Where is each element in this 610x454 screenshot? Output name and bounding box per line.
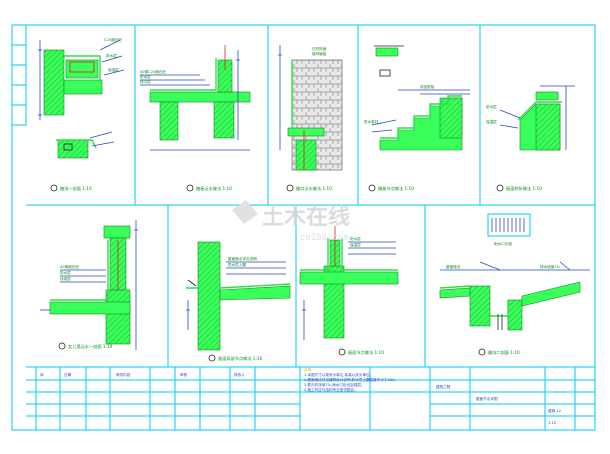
detail-8-roof-node: 防水层 保温层 屋面节点做法 1:10 bbox=[299, 226, 399, 356]
detail-9-gutter-section-2: 雨水口平面 屋面做法 排水坡度1% 檐沟二剖面 1:10 bbox=[439, 213, 590, 356]
svg-text:找平层: 找平层 bbox=[140, 79, 151, 84]
title-header-date: 日期 bbox=[64, 372, 72, 377]
svg-text:防水层: 防水层 bbox=[350, 236, 361, 241]
sheet-name: 屋面节点详图 bbox=[476, 396, 498, 401]
note-line: 4.施工时应与结构专业密切配合。 bbox=[304, 388, 358, 392]
title-header-editor: 修改人 bbox=[234, 372, 245, 377]
detail-caption-3: 檐口泛水做法 1:10 bbox=[296, 185, 332, 192]
note-line: 1.本图尺寸以毫米为单位,标高以米为单位。 bbox=[304, 373, 374, 377]
svg-text:排水坡度1%: 排水坡度1% bbox=[540, 264, 561, 269]
watermark-text: 土木在线 bbox=[262, 204, 350, 230]
title-header-review: 审核 bbox=[180, 372, 188, 377]
svg-text:成品檐板: 成品檐板 bbox=[420, 84, 435, 89]
svg-text:找坡层: 找坡层 bbox=[60, 276, 71, 281]
detail-caption-8: 屋面节点做法 1:10 bbox=[348, 349, 384, 356]
title-block bbox=[26, 367, 595, 430]
svg-text:保温层: 保温层 bbox=[108, 67, 119, 72]
svg-text:防水层上翻: 防水层上翻 bbox=[228, 262, 246, 267]
svg-text:石材饰面: 石材饰面 bbox=[312, 46, 327, 51]
detail-caption-1: 檐沟一剖面 1:10 bbox=[60, 185, 92, 192]
svg-text:保温层: 保温层 bbox=[486, 119, 497, 124]
note-line: 2.屋面做法详见建筑设计说明,防水层上翻高度不小于250。 bbox=[304, 378, 399, 382]
detail-6-parapet-flashing: 40厚细石砼 防水层 找坡层 女儿墙泛水一剖面 1:10 bbox=[40, 220, 138, 350]
svg-text:保温层: 保温层 bbox=[350, 242, 361, 247]
detail-caption-9: 檐沟二剖面 1:10 bbox=[488, 349, 520, 356]
detail-caption-2: 檐板泛水做法 1:10 bbox=[196, 185, 232, 192]
svg-text:屋面做法: 屋面做法 bbox=[446, 264, 461, 269]
svg-text:防水层: 防水层 bbox=[486, 104, 497, 109]
svg-text:防水层: 防水层 bbox=[60, 270, 71, 275]
detail-5-roof-turn: 防水层 保温层 屋面转折做法 1:10 bbox=[486, 85, 575, 192]
project-name: 建筑工程 bbox=[436, 384, 451, 389]
svg-text:屋面做法详见说明: 屋面做法详见说明 bbox=[228, 256, 257, 261]
svg-text:镀锌钢板: 镀锌钢板 bbox=[312, 51, 327, 56]
watermark: 土木在线 co188.com bbox=[232, 200, 350, 243]
drawing-number: 建施-12 bbox=[548, 408, 561, 413]
svg-text:40厚细石砼: 40厚细石砼 bbox=[60, 264, 79, 269]
detail-2-eave-flashing: 40厚C20细石砼 防水层 找平层 檐板泛水做法 1:10 bbox=[140, 45, 251, 192]
title-header-no: 序 bbox=[40, 372, 44, 377]
note-line: 3.檐沟内找坡1%,雨水口处设加强层。 bbox=[304, 383, 365, 387]
sheet-border bbox=[11, 24, 596, 431]
detail-4-eave-node: 成品檐板 防水卷材 檐板节点做法 1:10 bbox=[364, 45, 470, 192]
detail-caption-5: 屋面转折做法 1:10 bbox=[506, 185, 542, 192]
svg-text:C20细石砼: C20细石砼 bbox=[104, 37, 122, 42]
detail-7-roof-local: 屋面做法详见说明 防水层上翻 屋面局部节点做法 1:10 bbox=[186, 241, 291, 362]
svg-text:雨水口平面: 雨水口平面 bbox=[494, 241, 512, 246]
watermark-subtext: co188.com bbox=[300, 233, 349, 243]
detail-3-cornice-flashing: 石材饰面 镀锌钢板 檐口泛水做法 1:10 bbox=[278, 45, 343, 192]
drawing-scale: 1:10 bbox=[548, 421, 557, 425]
title-header-content: 修改内容 bbox=[116, 372, 131, 377]
notes-block: 说明: 1.本图尺寸以毫米为单位,标高以米为单位。 2.屋面做法详见建筑设计说明… bbox=[304, 368, 428, 428]
detail-caption-7: 屋面局部节点做法 1:10 bbox=[218, 355, 263, 362]
detail-caption-6: 女儿墙泛水一剖面 1:10 bbox=[68, 343, 113, 350]
panel-grid bbox=[26, 25, 595, 368]
svg-text:防水层: 防水层 bbox=[140, 74, 151, 79]
notes-title: 说明: bbox=[304, 368, 313, 372]
binding-strip bbox=[11, 24, 27, 126]
binding-strip-ticks bbox=[12, 44, 26, 106]
svg-text:防水层: 防水层 bbox=[106, 53, 117, 58]
svg-text:防水卷材: 防水卷材 bbox=[364, 119, 379, 124]
detail-caption-4: 檐板节点做法 1:10 bbox=[378, 185, 414, 192]
detail-1-gutter-section: C20细石砼 防水层 保温层 檐沟一剖面 1:10 bbox=[38, 37, 125, 192]
svg-text:40厚C20细石砼: 40厚C20细石砼 bbox=[140, 69, 166, 74]
